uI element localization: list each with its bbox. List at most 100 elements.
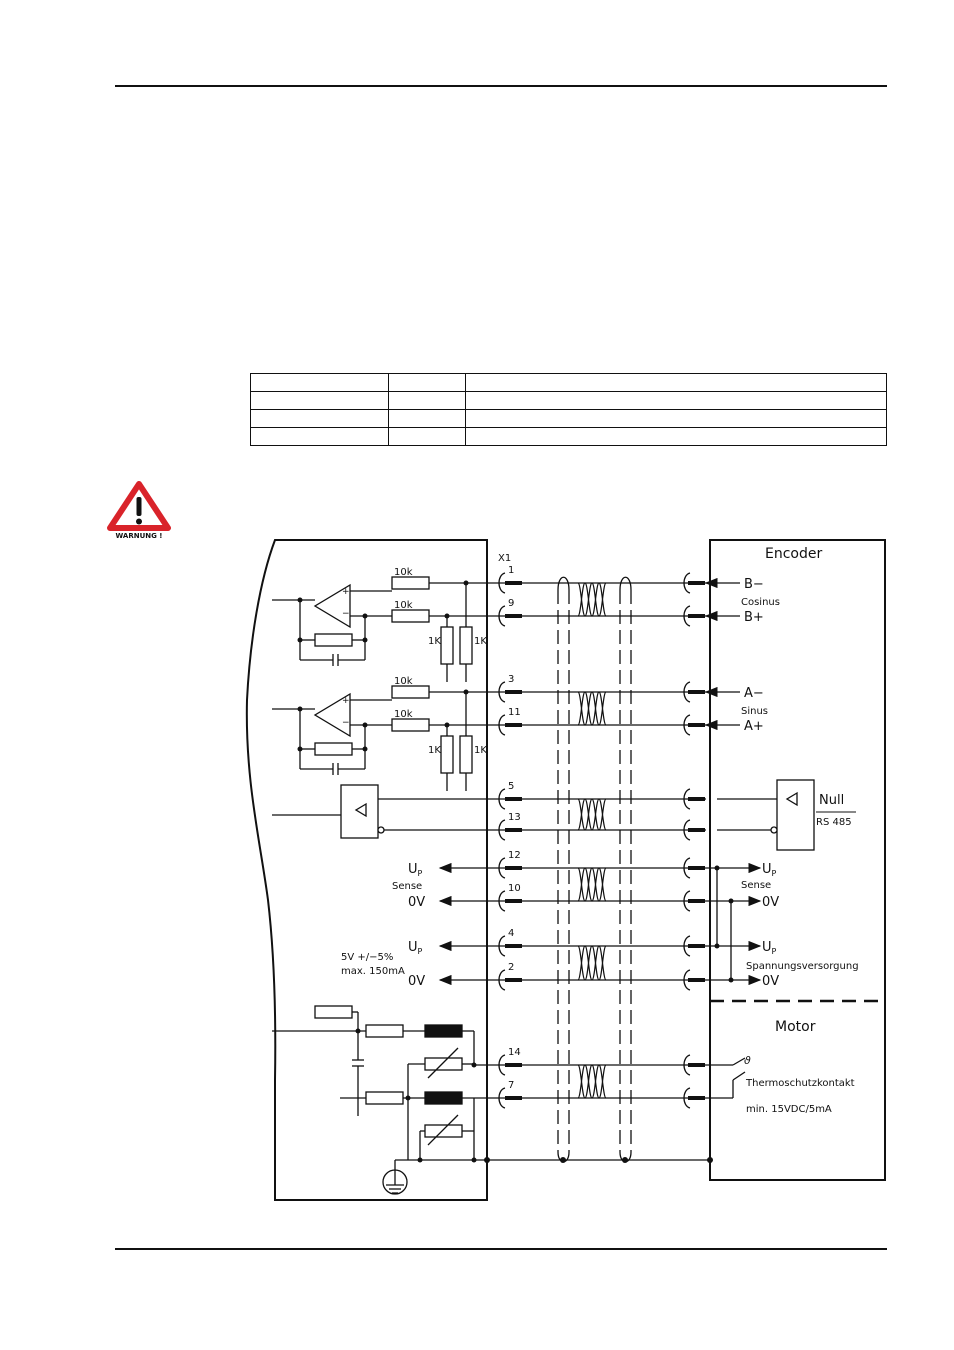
connector-jack xyxy=(683,572,691,594)
svg-text:+: + xyxy=(342,696,350,706)
encoder-0v-sense: 0V xyxy=(762,895,779,910)
connector-pin xyxy=(688,690,705,694)
pin-label: 7 xyxy=(508,1080,514,1091)
resistor-label: 1K xyxy=(428,636,441,647)
supply-spec-line1: 5V +/−5% xyxy=(341,952,393,963)
resistor-10k xyxy=(391,609,430,623)
connector-jack xyxy=(683,1054,691,1076)
twisted-pair xyxy=(577,798,607,831)
pin-label: 10 xyxy=(508,883,521,894)
connector-pin xyxy=(505,899,522,903)
pin-label: 2 xyxy=(508,962,514,973)
encoder-wiring-diagram: X1 Encoder Motor + − + − 10k 10k 10k 10k… xyxy=(245,539,886,1201)
motor-title: Motor xyxy=(775,1019,816,1035)
connector-pin xyxy=(505,1096,522,1100)
signal-null: Null xyxy=(819,793,844,808)
connector-jack xyxy=(498,788,506,810)
connector-pin xyxy=(688,944,705,948)
warning-label: WARNUNG ! xyxy=(116,532,163,540)
connector-jack xyxy=(498,1054,506,1076)
twisted-pair-cables xyxy=(497,572,706,1109)
twisted-pair xyxy=(577,582,607,617)
connector-pin xyxy=(688,723,705,727)
connector-jack xyxy=(683,819,691,841)
connector-pin xyxy=(688,797,705,801)
pin-label: 3 xyxy=(508,674,514,685)
connector-jack xyxy=(498,1087,506,1109)
connector-pin xyxy=(505,1063,522,1067)
drive-0v-supply: 0V xyxy=(408,974,425,989)
resistor-1k xyxy=(459,735,473,774)
thermal-contact-label: Thermoschutzkontakt xyxy=(745,1078,855,1089)
resistor-label: 10k xyxy=(394,567,413,578)
pin-label: 12 xyxy=(508,850,521,861)
connector-jack xyxy=(683,890,691,912)
pin-label: 4 xyxy=(508,928,514,939)
encoder-box xyxy=(709,539,886,1181)
connector-jack xyxy=(683,969,691,991)
twisted-pair xyxy=(577,867,607,902)
connector-pin xyxy=(688,866,705,870)
drive-up-sense: UP xyxy=(408,862,423,878)
resistor-label: 10k xyxy=(394,676,413,687)
connector-pin xyxy=(688,614,705,618)
supply-label: Spannungsversorgung xyxy=(746,961,859,972)
resistor xyxy=(365,1091,404,1105)
connector-jack xyxy=(498,819,506,841)
connector-jack xyxy=(683,605,691,627)
resistor-10k xyxy=(391,718,430,732)
rs485-transceiver-encoder xyxy=(776,779,815,851)
supply-spec-line2: max. 150mA xyxy=(341,966,405,977)
connector-jack xyxy=(498,681,506,703)
choke xyxy=(424,1091,463,1105)
drive-sense-label: Sense xyxy=(392,881,422,892)
connector-pin xyxy=(505,828,522,832)
connector-pin xyxy=(505,978,522,982)
resistor-label: 10k xyxy=(394,709,413,720)
twisted-pair xyxy=(577,945,607,981)
svg-text:−: − xyxy=(342,609,350,619)
pin-label: 13 xyxy=(508,812,521,823)
resistor xyxy=(365,1024,404,1038)
connector-jack xyxy=(683,681,691,703)
connector-jack xyxy=(498,714,506,736)
svg-text:+: + xyxy=(342,587,350,597)
feedback-resistor xyxy=(314,742,353,756)
signal-a-minus: A− xyxy=(744,686,764,701)
warning-triangle-icon: WARNUNG ! xyxy=(107,481,171,540)
connector-pin xyxy=(688,581,705,585)
signal-b-minus: B− xyxy=(744,577,764,592)
connector-jack xyxy=(683,714,691,736)
connector-jack xyxy=(498,935,506,957)
spec-table xyxy=(250,373,887,446)
connector-jack xyxy=(683,935,691,957)
resistor-1k xyxy=(459,626,473,665)
feedback-resistor xyxy=(314,633,353,647)
twisted-pair xyxy=(577,867,607,902)
twisted-pair xyxy=(577,945,607,981)
encoder-0v-supply: 0V xyxy=(762,974,779,989)
connector-pin xyxy=(505,614,522,618)
pin-label: 9 xyxy=(508,598,514,609)
twisted-pair xyxy=(577,1064,607,1099)
resistor-10k xyxy=(391,685,430,699)
connector-pin xyxy=(505,944,522,948)
pin-label: 5 xyxy=(508,781,514,792)
header-rule xyxy=(115,85,887,87)
table-row xyxy=(250,391,887,410)
footer-rule xyxy=(115,1248,887,1250)
connector-jack xyxy=(498,857,506,879)
connector-pin xyxy=(505,690,522,694)
drive-box xyxy=(245,539,488,1201)
connector-pin xyxy=(505,581,522,585)
resistor-label: 1K xyxy=(474,636,487,647)
pin-label: 14 xyxy=(508,1047,521,1058)
varistor xyxy=(424,1057,463,1071)
thermal-contact-rating: min. 15VDC/5mA xyxy=(746,1104,832,1115)
resistor-label: 1K xyxy=(428,745,441,756)
table-row xyxy=(250,427,887,446)
connector-label: X1 xyxy=(498,553,511,564)
connector-jack xyxy=(498,605,506,627)
table-row xyxy=(250,409,887,428)
connector-pin xyxy=(688,1063,705,1067)
